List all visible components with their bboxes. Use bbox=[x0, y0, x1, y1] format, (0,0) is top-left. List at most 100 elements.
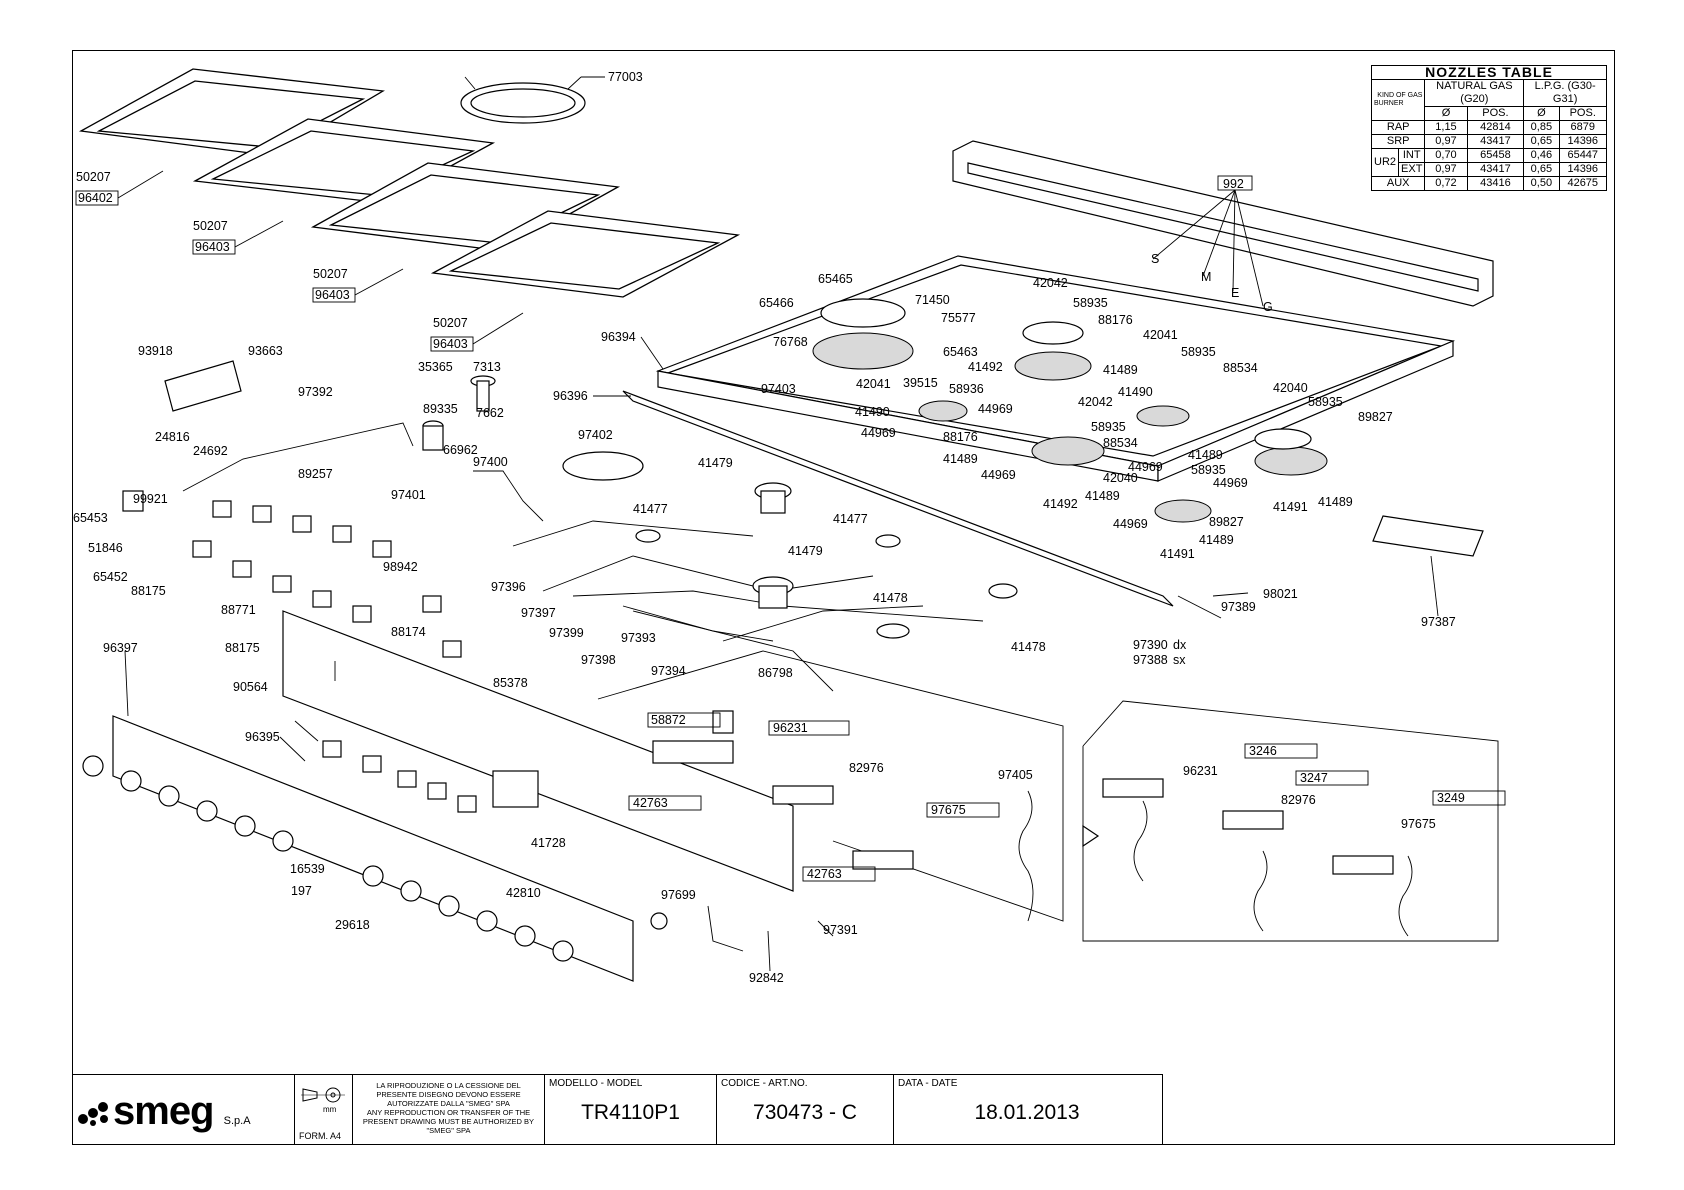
label-96403: 96403 bbox=[433, 337, 468, 351]
brand-cell: smeg S.p.A bbox=[73, 1075, 295, 1144]
label-197: 197 bbox=[291, 884, 312, 898]
wiring-harness bbox=[707, 905, 744, 952]
side-rail bbox=[1372, 515, 1484, 557]
label-97396: 97396 bbox=[491, 580, 526, 594]
label-97675: 97675 bbox=[931, 803, 966, 817]
label-42763: 42763 bbox=[807, 867, 842, 881]
gas-natural-header: NATURAL GAS (G20) bbox=[1424, 79, 1525, 107]
wok-ring bbox=[460, 76, 586, 124]
label-88534: 88534 bbox=[1103, 436, 1138, 450]
badge-letter: E bbox=[1231, 286, 1239, 300]
label-96396: 96396 bbox=[553, 389, 588, 403]
label-42810: 42810 bbox=[506, 886, 541, 900]
label-88174: 88174 bbox=[391, 625, 426, 639]
label-89827: 89827 bbox=[1358, 410, 1393, 424]
label-42763: 42763 bbox=[633, 796, 668, 810]
label-41492: 41492 bbox=[968, 360, 1003, 374]
label-50207: 50207 bbox=[433, 316, 468, 330]
label-41489: 41489 bbox=[1199, 533, 1234, 547]
front-panel bbox=[82, 715, 668, 982]
label-29618: 29618 bbox=[335, 918, 370, 932]
label-58935: 58935 bbox=[1191, 463, 1226, 477]
label-96231: 96231 bbox=[773, 721, 808, 735]
label-98021: 98021 bbox=[1263, 587, 1298, 601]
smeg-logo-dots-icon bbox=[78, 1102, 108, 1126]
label-44969: 44969 bbox=[1113, 517, 1148, 531]
label-24816: 24816 bbox=[155, 430, 190, 444]
label-42040: 42040 bbox=[1273, 381, 1308, 395]
label-41477: 41477 bbox=[833, 512, 868, 526]
label-41491: 41491 bbox=[1273, 500, 1308, 514]
label-41479: 41479 bbox=[698, 456, 733, 470]
form-cell: mm FORM. A4 bbox=[295, 1075, 353, 1144]
label-3249: 3249 bbox=[1437, 791, 1465, 805]
burner-parts bbox=[422, 375, 1018, 639]
label-35365: 35365 bbox=[418, 360, 453, 374]
form-size: FORM. A4 bbox=[299, 1131, 342, 1141]
label-88771: 88771 bbox=[221, 603, 256, 617]
label-97403: 97403 bbox=[761, 382, 796, 396]
badge-letter: G bbox=[1263, 300, 1273, 314]
label-44969: 44969 bbox=[1128, 460, 1163, 474]
front-rail bbox=[622, 390, 1174, 607]
label-97402: 97402 bbox=[578, 428, 613, 442]
label-41479: 41479 bbox=[788, 544, 823, 558]
label-58936: 58936 bbox=[949, 382, 984, 396]
code-cell: CODICE - ART.NO. 730473 - C bbox=[717, 1075, 894, 1144]
label-97388: 97388 bbox=[1133, 653, 1168, 667]
label-96397: 96397 bbox=[103, 641, 138, 655]
label-42040: 42040 bbox=[1103, 471, 1138, 485]
label-88175: 88175 bbox=[225, 641, 260, 655]
label-89257: 89257 bbox=[298, 467, 333, 481]
label-3246: 3246 bbox=[1249, 744, 1277, 758]
label-96394: 96394 bbox=[601, 330, 636, 344]
label-88175: 88175 bbox=[131, 584, 166, 598]
col-position: POS. bbox=[1466, 106, 1525, 121]
label-58872: 58872 bbox=[651, 713, 686, 727]
label-97675: 97675 bbox=[1401, 817, 1436, 831]
label-3247: 3247 bbox=[1300, 771, 1328, 785]
label-41478: 41478 bbox=[873, 591, 908, 605]
label-58935: 58935 bbox=[1073, 296, 1108, 310]
label-96403: 96403 bbox=[315, 288, 350, 302]
label-7313: 7313 bbox=[473, 360, 501, 374]
label-96395: 96395 bbox=[245, 730, 280, 744]
label-97394: 97394 bbox=[651, 664, 686, 678]
label-71450: 71450 bbox=[915, 293, 950, 307]
label-41489: 41489 bbox=[1085, 489, 1120, 503]
label-50207: 50207 bbox=[193, 219, 228, 233]
badge-letter: M bbox=[1201, 270, 1211, 284]
label-76768: 76768 bbox=[773, 335, 808, 349]
label-82976: 82976 bbox=[849, 761, 884, 775]
gas-pipes bbox=[182, 422, 984, 692]
label-93663: 93663 bbox=[248, 344, 283, 358]
col-position: POS. bbox=[1558, 106, 1607, 121]
label-66962: 66962 bbox=[443, 443, 478, 457]
exploded-view-drawing: 77003 50207 96402 50207 96403 50207 9640… bbox=[73, 68, 1506, 985]
label-42041: 42041 bbox=[856, 377, 891, 391]
label-65453: 65453 bbox=[73, 511, 108, 525]
label-97401: 97401 bbox=[391, 488, 426, 502]
label-88176: 88176 bbox=[943, 430, 978, 444]
label-98942: 98942 bbox=[383, 560, 418, 574]
label-41489: 41489 bbox=[1103, 363, 1138, 377]
label-41489: 41489 bbox=[1318, 495, 1353, 509]
label-89827: 89827 bbox=[1209, 515, 1244, 529]
label-41491: 41491 bbox=[1160, 547, 1195, 561]
label-97391: 97391 bbox=[823, 923, 858, 937]
gas-lpg-header: L.P.G. (G30-G31) bbox=[1523, 79, 1607, 107]
label-41490: 41490 bbox=[855, 405, 890, 419]
label-992: 992 bbox=[1223, 177, 1244, 191]
label-24692: 24692 bbox=[193, 444, 228, 458]
nozzles-table-title: NOZZLES TABLE bbox=[1371, 65, 1607, 80]
model-cell: MODELLO - MODEL TR4110P1 bbox=[545, 1075, 717, 1144]
label-97405: 97405 bbox=[998, 768, 1033, 782]
inner-control-panel bbox=[282, 610, 794, 892]
label-90564: 90564 bbox=[233, 680, 268, 694]
label-88534: 88534 bbox=[1223, 361, 1258, 375]
